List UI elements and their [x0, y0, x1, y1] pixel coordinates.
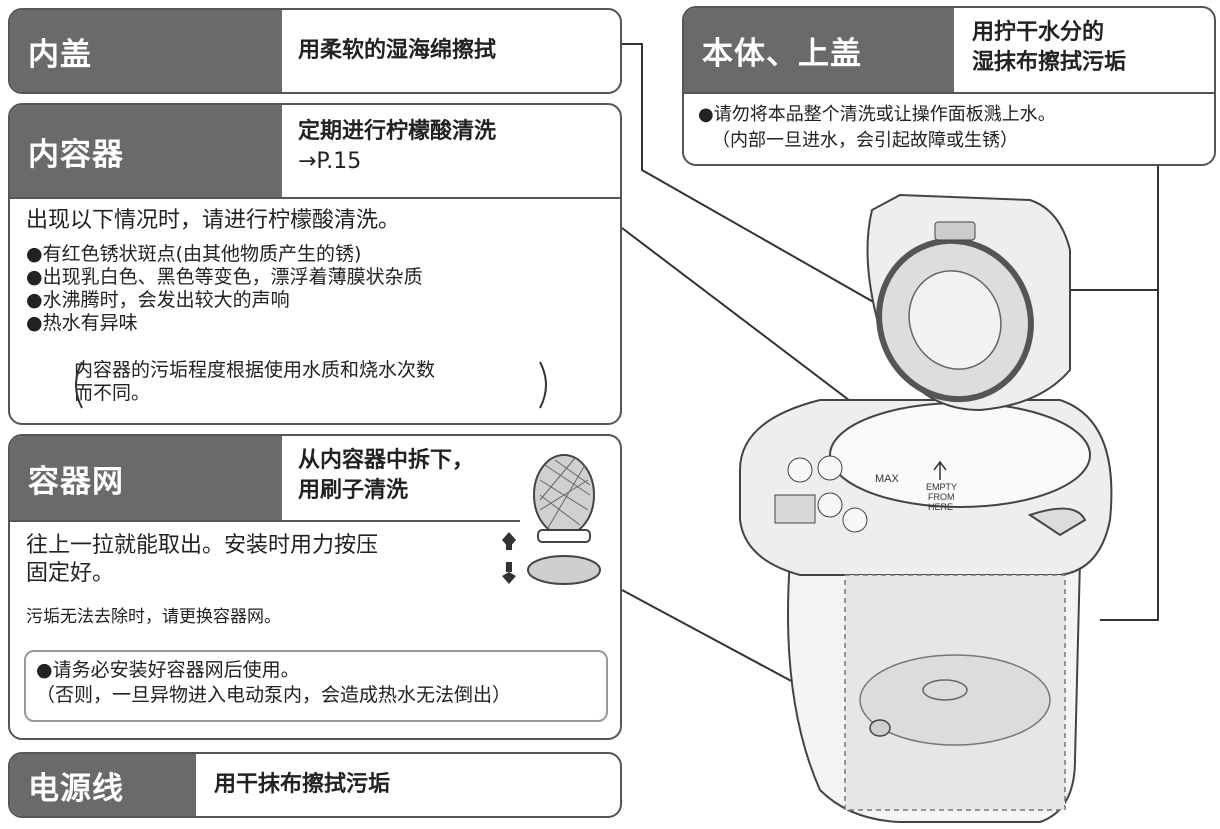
lid-latch — [934, 221, 976, 241]
panel-button — [842, 507, 868, 533]
body-lid-title: 本体、上盖 — [702, 35, 862, 72]
divider — [684, 92, 1214, 94]
instruction-line: 用拧干水分的 — [972, 20, 1105, 45]
body-lid-header: 本体、上盖 — [684, 8, 954, 92]
strainer-box: 容器网 从内容器中拆下， 用刷子清洗 往上一拉就能取出。安装时用力按压 固定好。… — [8, 434, 622, 740]
text-line: 固定好。 — [26, 561, 115, 586]
dirt-note: 内容器的污垢程度根据使用水质和烧水次数 而不同。 — [74, 359, 435, 405]
inner-container-box: 内容器 定期进行柠檬酸清洗 →P.15 出现以下情况时，请进行柠檬酸清洗。 ●有… — [8, 103, 622, 425]
right-paren — [539, 361, 547, 409]
inner-container-title: 内容器 — [28, 136, 124, 173]
instruction-line: 用刷子清洗 — [298, 478, 409, 503]
body-lid-note: ●请勿将本品整个清洗或让操作面板溅上水。 （内部一旦进水，会引起故障或生锈） — [698, 102, 1056, 154]
bottom-plate — [922, 679, 968, 701]
strainer-position — [869, 719, 891, 737]
inner-container-instruction: 定期进行柠檬酸清洗 →P.15 — [298, 117, 496, 177]
empty-mark: EMPTY — [926, 482, 957, 492]
strainer-title: 容器网 — [28, 463, 124, 500]
instruction-line: 湿抹布擦拭污垢 — [972, 50, 1127, 75]
panel-button — [817, 455, 843, 481]
empty-mark: FROM — [928, 492, 955, 502]
inner-lid-instruction: 用柔软的湿海绵擦拭 — [298, 38, 497, 63]
note-line: ●请勿将本品整个清洗或让操作面板溅上水。 — [698, 104, 1056, 125]
inner-lid-title: 内盖 — [28, 36, 92, 73]
leader-strainer — [621, 589, 809, 691]
page-reference: →P.15 — [298, 149, 362, 174]
lid-plate — [908, 270, 1002, 370]
note-line: （内部一旦进水，会引起故障或生锈） — [712, 130, 1018, 151]
list-item: ●热水有异味 — [26, 312, 138, 334]
power-cord-title: 电源线 — [28, 770, 124, 807]
divider — [10, 520, 520, 522]
container-bottom — [859, 654, 1051, 746]
power-cord-header: 电源线 — [10, 754, 196, 816]
symptom-list: ●有红色锈状斑点(由其他物质产生的锈) ●出现乳白色、黑色等变色，漂浮着薄膜状杂… — [26, 243, 423, 335]
strainer-header: 容器网 — [10, 436, 282, 520]
inner-lid-box: 内盖 用柔软的湿海绵擦拭 — [8, 8, 622, 94]
inner-container-header: 内容器 — [10, 105, 282, 197]
text-line: 往上一拉就能取出。安装时用力按压 — [26, 533, 379, 558]
strainer-replace-note: 污垢无法去除时，请更换容器网。 — [26, 607, 281, 627]
lcd-display — [774, 494, 816, 524]
inner-lid-header: 内盖 — [10, 10, 282, 92]
instruction-line: 从内容器中拆下， — [298, 448, 475, 473]
body-lid-instruction: 用拧干水分的 湿抹布擦拭污垢 — [972, 18, 1126, 78]
strainer-text: 往上一拉就能取出。安装时用力按压 固定好。 — [26, 532, 378, 588]
divider — [10, 197, 620, 199]
up-down-arrow-icon — [502, 532, 516, 584]
warning-line: ●请务必安装好容器网后使用。 — [36, 659, 300, 681]
panel-button — [817, 492, 843, 518]
note-line: 内容器的污垢程度根据使用水质和烧水次数 — [74, 359, 436, 381]
strainer-instruction: 从内容器中拆下， 用刷子清洗 — [298, 446, 474, 506]
strainer-warning: ●请务必安装好容器网后使用。 （否则，一旦异物进入电动泵内，会造成热水无法倒出） — [24, 650, 608, 722]
note-line: 而不同。 — [74, 382, 151, 404]
leader-body — [1100, 166, 1159, 621]
citric-acid-lead: 出现以下情况时，请进行柠檬酸清洗。 — [26, 208, 401, 233]
arrow-up-icon — [933, 460, 947, 480]
pot-opening — [829, 402, 1091, 508]
pot-handle — [1027, 507, 1087, 537]
list-item: ●出现乳白色、黑色等变色，漂浮着薄膜状杂质 — [26, 266, 423, 288]
body-lid-box: 本体、上盖 用拧干水分的 湿抹布擦拭污垢 ●请勿将本品整个清洗或让操作面板溅上水… — [682, 6, 1216, 166]
empty-mark: HERE — [928, 502, 953, 512]
warning-line: （否则，一旦异物进入电动泵内，会造成热水无法倒出） — [36, 684, 512, 706]
panel-button — [787, 457, 813, 483]
max-mark: MAX — [875, 473, 900, 485]
list-item: ●有红色锈状斑点(由其他物质产生的锈) — [26, 243, 362, 265]
power-cord-instruction: 用干抹布擦拭污垢 — [214, 772, 391, 797]
leader-inner-lid — [622, 43, 906, 321]
power-cord-box: 电源线 用干抹布擦拭污垢 — [8, 752, 622, 818]
strainer-icon — [527, 454, 601, 585]
left-paren — [75, 361, 83, 409]
list-item: ●水沸腾时，会发出较大的声响 — [26, 289, 290, 311]
instruction-line: 定期进行柠檬酸清洗 — [298, 119, 497, 144]
